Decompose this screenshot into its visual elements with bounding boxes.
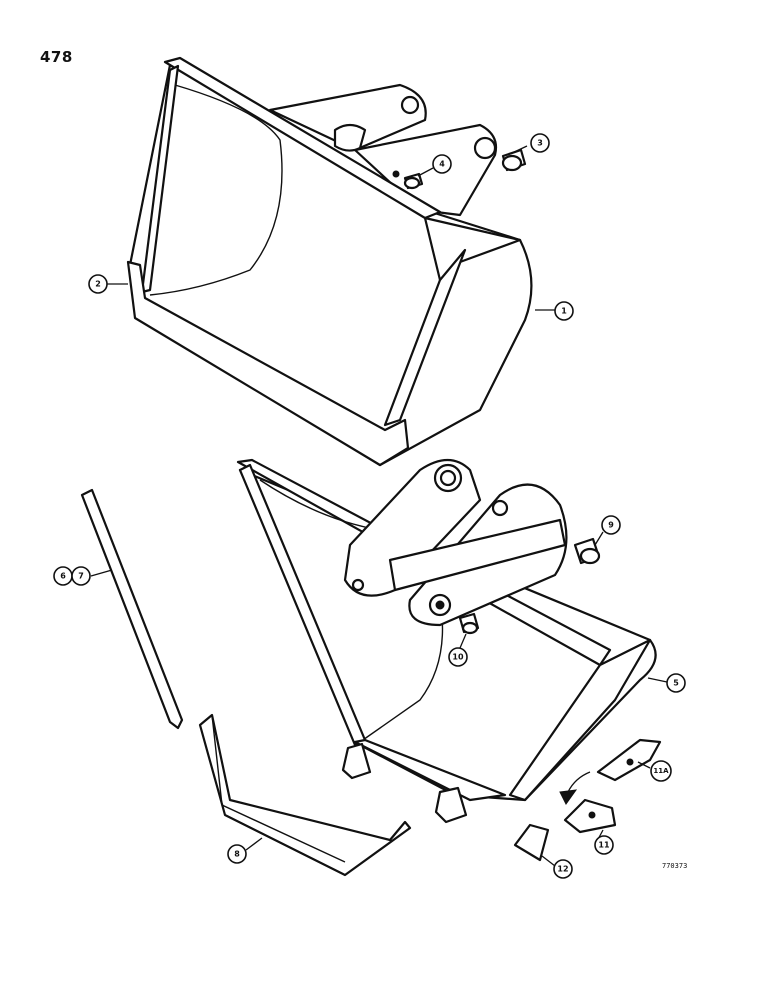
svg-text:9: 9 bbox=[608, 521, 614, 530]
tooth-12 bbox=[513, 823, 550, 862]
callout-6-7: 6 7 bbox=[53, 566, 113, 586]
svg-text:8: 8 bbox=[234, 850, 240, 859]
callout-12: 12 bbox=[541, 855, 573, 879]
pin-10 bbox=[458, 612, 480, 635]
cutting-edge-plate bbox=[198, 713, 412, 877]
bucket-lower bbox=[236, 458, 657, 824]
callout-9: 9 bbox=[594, 515, 621, 546]
svg-text:4: 4 bbox=[439, 160, 445, 169]
svg-text:11: 11 bbox=[598, 841, 610, 850]
svg-text:3: 3 bbox=[537, 139, 543, 148]
callout-3: 3 bbox=[509, 133, 550, 155]
callout-5: 5 bbox=[647, 673, 686, 693]
svg-text:2: 2 bbox=[95, 280, 101, 289]
svg-text:10: 10 bbox=[452, 653, 464, 662]
callout-11: 11 bbox=[594, 829, 614, 855]
svg-text:6: 6 bbox=[60, 572, 66, 581]
callout-4: 4 bbox=[417, 154, 452, 177]
pin-3 bbox=[501, 148, 527, 172]
callout-11a: 11A bbox=[637, 760, 672, 782]
page-number: 478 bbox=[40, 48, 73, 66]
side-cutter-strip bbox=[80, 488, 184, 730]
svg-text:5: 5 bbox=[673, 679, 679, 688]
callout-10: 10 bbox=[448, 633, 468, 667]
svg-text:11A: 11A bbox=[653, 767, 669, 775]
bucket-upper bbox=[126, 56, 533, 467]
pin-9 bbox=[573, 537, 601, 565]
tooth-11 bbox=[563, 798, 617, 834]
svg-text:12: 12 bbox=[557, 865, 568, 874]
callout-8: 8 bbox=[227, 837, 263, 864]
svg-text:7: 7 bbox=[78, 572, 84, 581]
pin-4 bbox=[392, 170, 424, 190]
tooth-11a bbox=[596, 738, 662, 782]
figure-code: 770373 bbox=[662, 862, 688, 870]
callout-1: 1 bbox=[535, 301, 574, 321]
svg-text:1: 1 bbox=[561, 307, 567, 316]
curved-arrow-icon bbox=[559, 771, 591, 805]
callout-2: 2 bbox=[88, 274, 128, 294]
